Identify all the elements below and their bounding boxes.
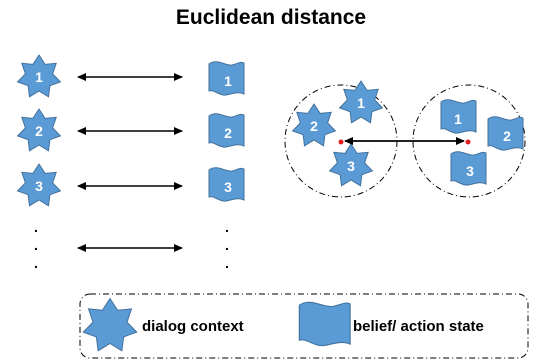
diagram-title: Euclidean distance [176,6,366,29]
ellipsis-dot: . [225,219,229,235]
legend-flag [298,301,351,347]
ellipsis-dot: . [34,237,38,253]
left-flag-2: 2 [208,113,245,148]
cluster-flag-1: 1 [440,99,477,134]
left-star-3: 3 [17,163,61,207]
flag-cluster-circle [412,84,526,198]
left-star-2: 2 [17,108,61,152]
ellipsis-right: . . . [225,219,229,271]
flag-label: 1 [454,111,462,127]
flag-centroid-dot [465,139,471,145]
star-centroid-dot [338,139,344,145]
ellipsis-dot: . [34,219,38,235]
star-label: 1 [35,69,43,85]
ellipsis-dot: . [34,255,38,271]
flag-icon [298,301,351,347]
left-flag-1: 1 [208,61,245,96]
ellipsis-dot: . [225,237,229,253]
left-star-1: 1 [17,54,61,98]
star-label: 1 [357,95,365,111]
cluster-star-3: 3 [329,143,373,187]
flag-label: 3 [466,163,474,179]
star-label: 3 [347,158,355,174]
star-label: 2 [310,118,318,134]
flag-label: 3 [224,179,232,195]
cluster-flag-2: 2 [487,116,524,151]
legend-box [79,293,529,359]
star-label: 3 [35,178,43,194]
cluster-star-1: 1 [339,80,383,124]
flag-label: 2 [224,125,232,141]
cluster-star-2: 2 [292,103,336,147]
ellipsis-dot: . [225,255,229,271]
legend-star [82,297,138,352]
star-icon [82,297,138,352]
legend-star-label: dialog context [142,318,244,335]
left-flag-3: 3 [208,167,245,202]
flag-label: 1 [224,73,232,89]
legend-flag-label: belief/ action state [353,318,484,335]
flag-label: 2 [503,128,511,144]
cluster-flag-3: 3 [450,151,487,186]
star-label: 2 [35,123,43,139]
ellipsis-left: . . . [34,219,38,271]
